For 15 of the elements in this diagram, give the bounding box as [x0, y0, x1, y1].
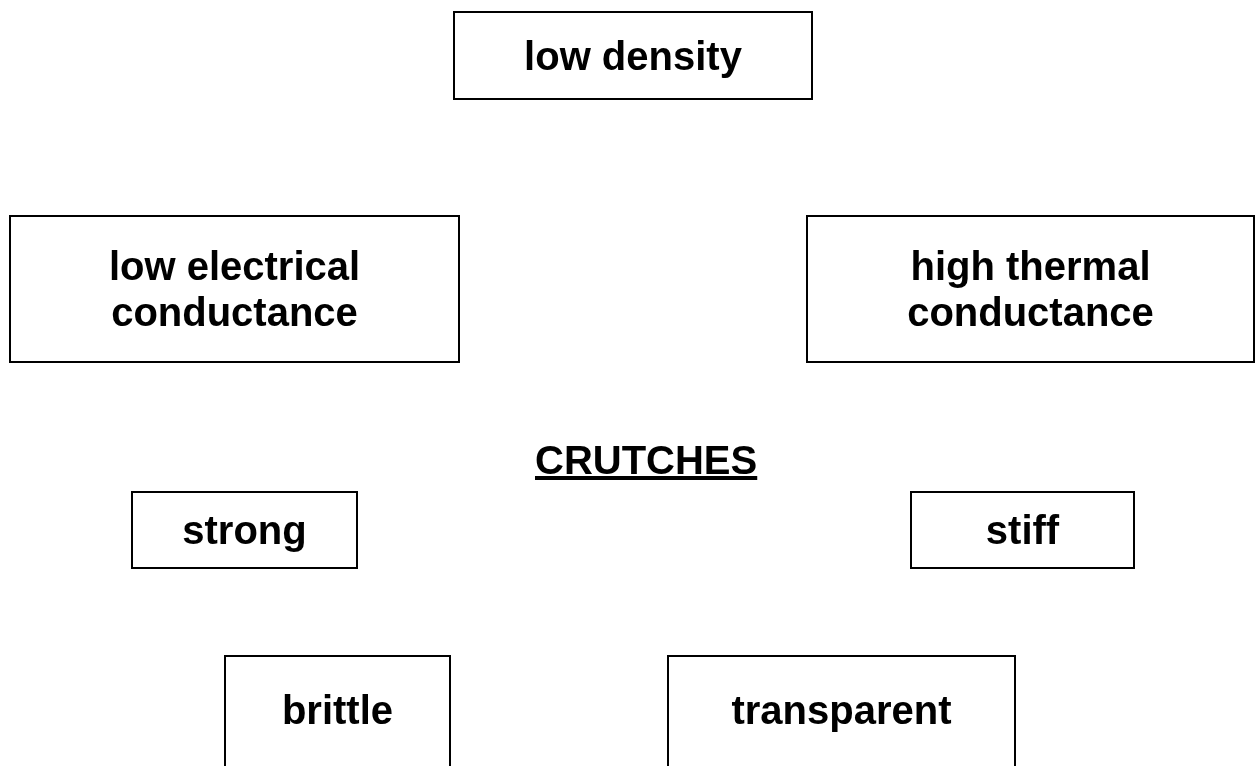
property-label: low electrical conductance	[107, 243, 362, 335]
property-label: high thermal conductance	[906, 243, 1155, 335]
property-label: strong	[182, 507, 307, 553]
property-box	[667, 655, 1016, 766]
property-box	[806, 215, 1255, 363]
property-box	[224, 655, 451, 766]
property-box	[453, 11, 813, 100]
property-label: transparent	[731, 686, 952, 733]
property-label: stiff	[985, 507, 1060, 553]
property-box	[9, 215, 460, 363]
property-label: brittle	[281, 686, 394, 733]
property-box	[131, 491, 358, 569]
property-box	[910, 491, 1135, 569]
center-heading: CRUTCHES	[535, 437, 758, 483]
property-label: low density	[524, 32, 742, 79]
